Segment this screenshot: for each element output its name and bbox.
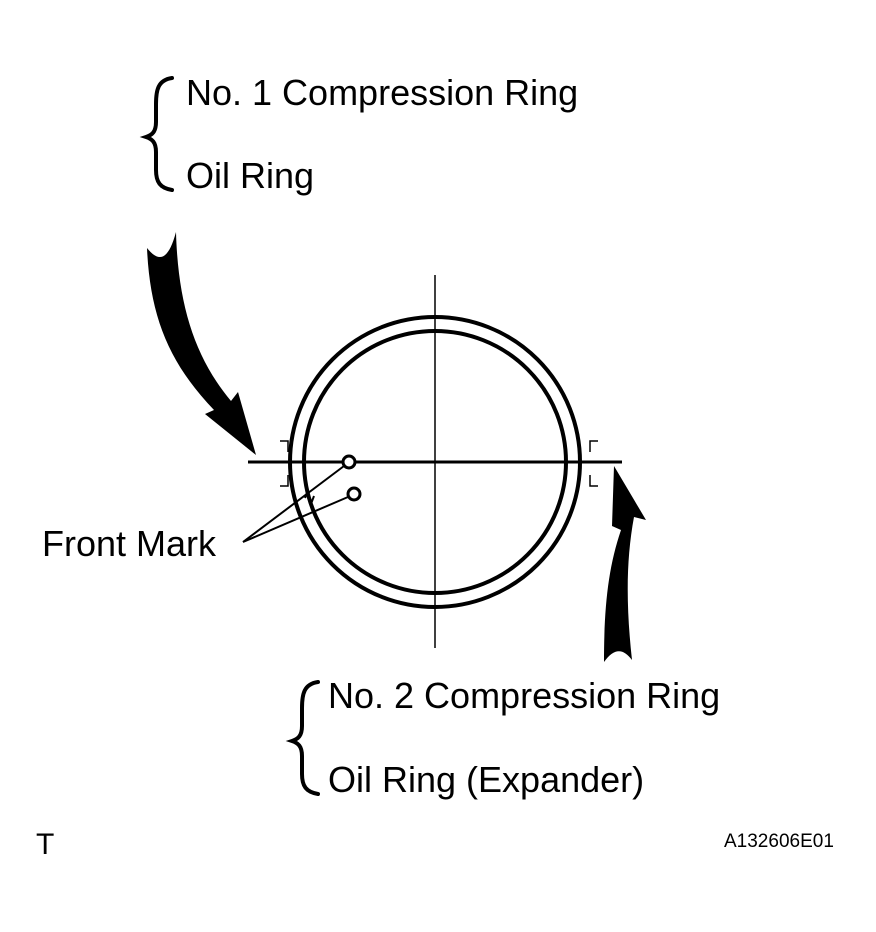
top-left-arrow-icon [147,232,256,455]
front-mark-leader-lower [242,496,349,543]
bottom-group-item1-label: No. 2 Compression Ring [328,675,721,716]
figure-code: A132606E01 [724,831,834,852]
corner-letter: T [36,828,55,861]
front-mark-label: Front Mark [42,523,217,564]
bottom-group-brace [285,680,320,796]
bottom-right-arrow-icon [604,466,646,662]
bottom-group-item2-label: Oil Ring (Expander) [328,759,645,800]
top-group-brace [139,76,174,192]
lower-gap-dashes [304,489,315,505]
front-mark-dot-lower [346,486,362,502]
top-group-item2-label: Oil Ring [186,155,315,196]
front-mark-leader-upper [242,465,345,543]
ring-gap-marks [280,440,598,487]
front-mark-dot-upper [341,454,357,470]
top-group-item1-label: No. 1 Compression Ring [186,72,579,113]
